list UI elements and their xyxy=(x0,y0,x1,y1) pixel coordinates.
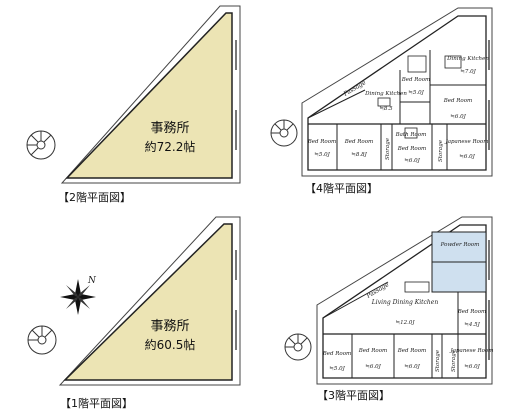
floor-1-office-area-label: 約60.5帖 xyxy=(145,337,196,352)
floor-3-plan xyxy=(316,216,493,385)
svg-text:Storage: Storage xyxy=(451,349,457,372)
svg-text:≒6.0J: ≒6.0J xyxy=(459,154,475,160)
svg-text:Bed Room: Bed Room xyxy=(401,77,431,83)
svg-text:Storage: Storage xyxy=(385,137,391,160)
floor-4-spiral-stair-icon xyxy=(270,119,298,147)
svg-text:Bed Room: Bed Room xyxy=(443,98,473,104)
svg-text:≒5.0J: ≒5.0J xyxy=(314,152,330,158)
svg-text:Storage: Storage xyxy=(438,139,444,162)
floor-1-caption: 【1階平面図】 xyxy=(60,397,133,410)
svg-text:Bath Room: Bath Room xyxy=(395,132,427,138)
svg-text:≒6.0J: ≒6.0J xyxy=(464,364,480,370)
svg-text:Bed Room: Bed Room xyxy=(358,348,388,354)
svg-text:Bed Room: Bed Room xyxy=(307,139,337,145)
floor-1-office-area xyxy=(63,223,233,381)
floor-2-office-area-label: 約72.2帖 xyxy=(145,139,196,154)
svg-text:≒6.0J: ≒6.0J xyxy=(365,364,381,370)
floor-2-spiral-stair-icon xyxy=(26,130,56,160)
svg-text:≒7.0J: ≒7.0J xyxy=(460,69,476,75)
svg-text:Bed Room: Bed Room xyxy=(397,146,427,152)
svg-text:≒5.0J: ≒5.0J xyxy=(408,90,424,96)
svg-text:Dining Kitchen: Dining Kitchen xyxy=(446,56,489,62)
svg-text:Japanese Room: Japanese Room xyxy=(445,139,489,145)
floor-1-office-name: 事務所 xyxy=(150,319,189,334)
floor-2-plan: 事務所 約72.2帖 xyxy=(26,5,241,184)
floor-3-spiral-stair-icon xyxy=(284,333,312,361)
svg-text:Bed Room: Bed Room xyxy=(344,139,374,145)
floor-1-spiral-stair-icon xyxy=(27,325,57,355)
floor-3-passage-label: Passage xyxy=(365,281,391,300)
svg-text:≒4.5J: ≒4.5J xyxy=(464,322,480,328)
floor-2-office-name: 事務所 xyxy=(150,121,189,136)
floor-4-room-labels: Dining Kitchen ≒7.0J Bed Room ≒5.0J Dini… xyxy=(307,56,490,164)
floor-3-room-labels: Powder Room Living Dining Kitchen ≒12.0J… xyxy=(322,242,494,372)
floor-2-office-area xyxy=(65,12,233,179)
svg-text:≒8.5: ≒8.5 xyxy=(379,106,393,112)
floor-4-caption: 【4階平面図】 xyxy=(305,182,378,195)
svg-text:≒8.8J: ≒8.8J xyxy=(351,152,367,158)
floor-1-plan: 事務所 約60.5帖 xyxy=(27,216,241,386)
floor-3-caption: 【3階平面図】 xyxy=(317,389,390,402)
svg-text:≒6.0J: ≒6.0J xyxy=(450,114,466,120)
svg-text:Bed Room: Bed Room xyxy=(457,309,487,315)
svg-text:Bed Room: Bed Room xyxy=(322,351,352,357)
svg-text:≒6.0J: ≒6.0J xyxy=(404,158,420,164)
compass-north-label: N xyxy=(87,276,97,286)
svg-text:Living Dining Kitchen: Living Dining Kitchen xyxy=(371,299,439,306)
svg-text:Dining Kitchen: Dining Kitchen xyxy=(364,91,407,97)
compass-rose-icon xyxy=(60,279,96,315)
svg-text:Bed Room: Bed Room xyxy=(397,348,427,354)
svg-text:Japanese Room: Japanese Room xyxy=(450,348,494,354)
svg-text:≒6.0J: ≒6.0J xyxy=(404,364,420,370)
floor-2-caption: 【2階平面図】 xyxy=(58,191,131,204)
svg-text:Storage: Storage xyxy=(435,349,441,372)
svg-text:≒12.0J: ≒12.0J xyxy=(395,320,415,326)
svg-text:≒5.0J: ≒5.0J xyxy=(329,366,345,372)
svg-text:Powder Room: Powder Room xyxy=(440,242,480,248)
floor-4-plan xyxy=(301,7,493,177)
